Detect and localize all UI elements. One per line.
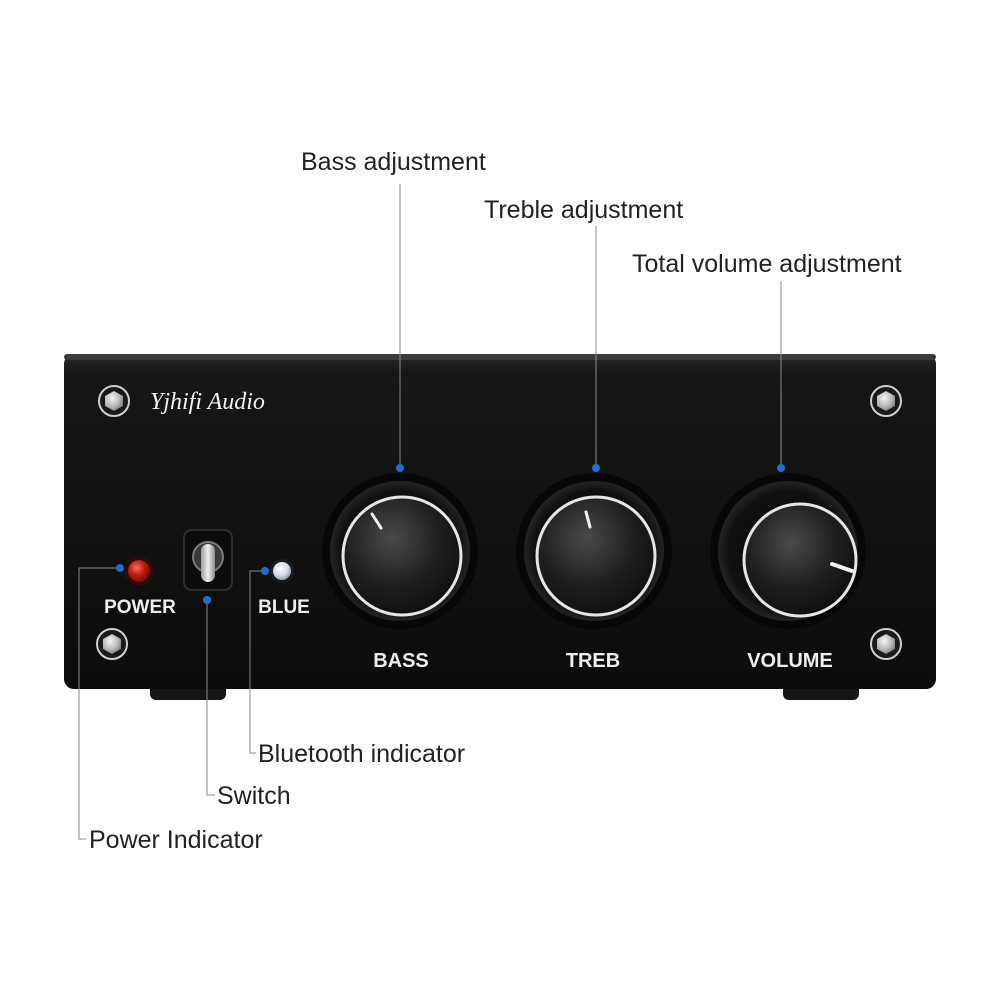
bluetooth-led <box>270 559 294 583</box>
leader-line-bluetooth <box>249 570 263 754</box>
hex-screw-icon <box>96 628 128 660</box>
chassis-top-edge <box>64 354 936 360</box>
chassis-front-panel <box>64 354 936 689</box>
brand-logo: Yjhifi Audio <box>150 389 265 415</box>
leader-dot-power <box>116 564 124 572</box>
label-blue: BLUE <box>258 597 310 618</box>
treble-knob[interactable] <box>516 473 672 629</box>
power-switch[interactable] <box>183 529 233 591</box>
leader-dot-bass <box>396 464 404 472</box>
callout-bluetooth-indicator: Bluetooth indicator <box>258 740 466 768</box>
callout-bass-adjustment: Bass adjustment <box>301 148 486 176</box>
leader-dot-treble <box>592 464 600 472</box>
power-led <box>124 556 154 586</box>
label-bass: BASS <box>373 650 429 672</box>
leader-lines <box>78 184 782 840</box>
leader-dot-switch <box>203 596 211 604</box>
callout-switch: Switch <box>217 782 291 810</box>
callout-total-volume-adjustment: Total volume adjustment <box>632 250 902 278</box>
bass-knob[interactable] <box>322 473 478 629</box>
leader-dots <box>116 464 785 604</box>
hex-screw-icon <box>870 628 902 660</box>
callout-power-indicator: Power Indicator <box>89 826 263 854</box>
hex-screw-icon <box>98 385 130 417</box>
volume-knob[interactable] <box>710 473 866 629</box>
leader-dot-volume <box>777 464 785 472</box>
leader-line-switch <box>206 601 215 796</box>
callout-treble-adjustment: Treble adjustment <box>484 196 684 224</box>
hex-screw-icon <box>870 385 902 417</box>
label-treb: TREB <box>566 650 620 672</box>
label-volume: VOLUME <box>747 650 833 672</box>
label-power: POWER <box>104 597 176 618</box>
leader-dot-bluetooth <box>261 567 269 575</box>
leader-line-power <box>78 567 120 840</box>
